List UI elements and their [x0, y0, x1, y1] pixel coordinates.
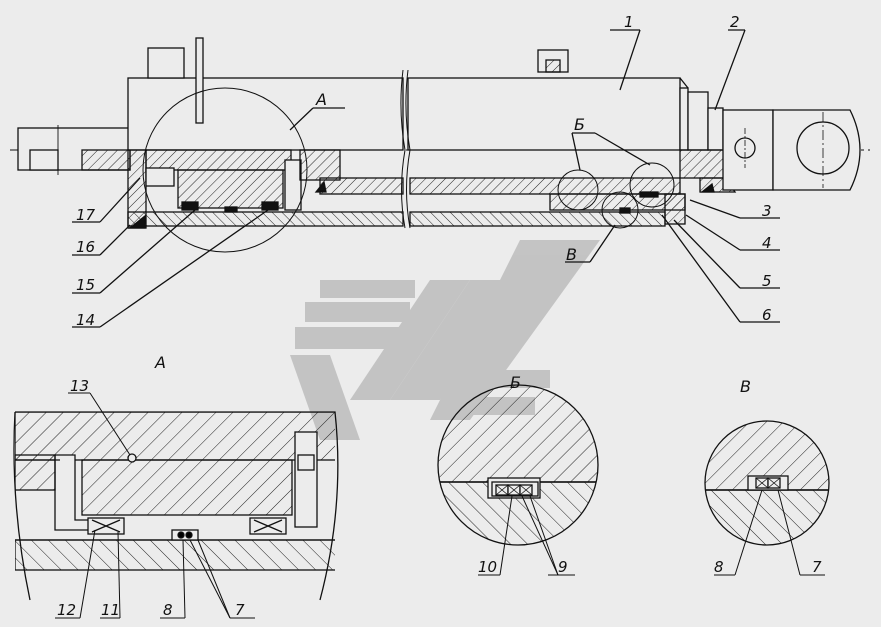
detail-v-label-7: 7	[812, 558, 822, 576]
detail-a	[13, 392, 339, 619]
part-label-6: 6	[762, 306, 772, 324]
callout-v: В	[566, 245, 577, 264]
part-label-15: 15	[76, 276, 95, 294]
part-label-3: 3	[762, 202, 772, 220]
part-label-4: 4	[762, 234, 772, 252]
detail-b-labels: Б 10 9	[478, 373, 568, 576]
detail-b-label-10: 10	[478, 558, 497, 576]
part-label-1: 1	[624, 13, 634, 31]
part-label-17: 17	[76, 206, 96, 224]
part-label-14: 14	[76, 311, 95, 329]
detail-a-label-7: 7	[235, 601, 245, 619]
main-view	[10, 29, 870, 328]
detail-a-label-8: 8	[163, 601, 173, 619]
callout-b: Б	[574, 115, 585, 134]
detail-b-label-9: 9	[558, 558, 568, 576]
part-label-2: 2	[730, 13, 740, 31]
callout-a: А	[315, 90, 327, 109]
detail-b-title: Б	[510, 373, 521, 392]
detail-v-labels: В 8 7	[714, 377, 822, 576]
main-view-labels: 1 2 3 4 5 6 14 15 16 17 А Б В	[76, 13, 772, 329]
detail-v-label-8: 8	[714, 558, 724, 576]
detail-a-label-11: 11	[101, 601, 120, 619]
detail-v-title: В	[740, 377, 751, 396]
detail-a-labels: А 13 12 11 8 7	[57, 353, 245, 619]
detail-a-title: А	[154, 353, 166, 372]
detail-a-label-13: 13	[70, 377, 89, 395]
part-label-16: 16	[76, 238, 95, 256]
detail-a-label-12: 12	[57, 601, 76, 619]
part-label-5: 5	[762, 272, 772, 290]
detail-v	[704, 420, 830, 576]
